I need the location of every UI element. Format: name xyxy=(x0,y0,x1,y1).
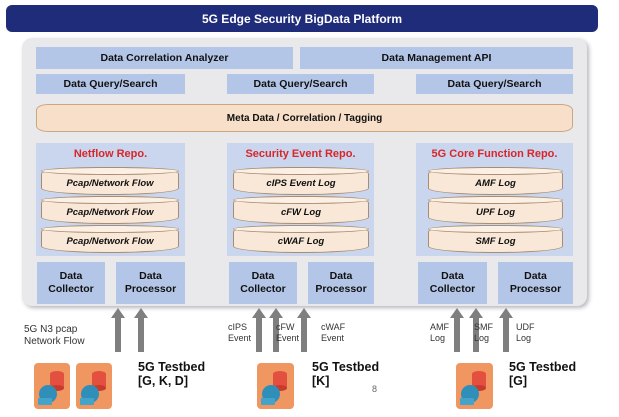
data-processor-1: Data Processor xyxy=(116,262,185,304)
page-number: 8 xyxy=(372,384,378,394)
repo-log-cylinder: UPF Log xyxy=(428,196,563,224)
testbed-icons-2 xyxy=(255,360,297,412)
server-database-icon xyxy=(34,363,112,409)
meta-data-band: Meta Data / Correlation / Tagging xyxy=(36,104,573,132)
netflow-repo: Netflow Repo. Pcap/Network Flow Pcap/Net… xyxy=(36,143,185,256)
data-correlation-analyzer: Data Correlation Analyzer xyxy=(36,47,293,69)
repo-log-cylinder: AMF Log xyxy=(428,167,563,195)
data-processor-2: Data Processor xyxy=(308,262,374,304)
testbed-name: 5G Testbed xyxy=(138,360,206,374)
repo-log-label: Pcap/Network Flow xyxy=(66,177,154,189)
repo-log-cylinder: cFW Log xyxy=(233,196,369,224)
data-collector-1: Data Collector xyxy=(37,262,105,304)
server-database-icon xyxy=(456,363,493,409)
repo-log-cylinder: cWAF Log xyxy=(233,225,369,253)
testbed-label-3: 5G Testbed [G] xyxy=(509,360,604,388)
query-search-netflow: Data Query/Search xyxy=(36,74,185,94)
repo-log-label: AMF Log xyxy=(475,177,516,189)
source-label-line: Network Flow xyxy=(24,336,85,347)
source-label-amf: AMF Log xyxy=(430,322,449,343)
testbed-sites: [G, K, D] xyxy=(138,374,188,388)
data-collector-2: Data Collector xyxy=(229,262,297,304)
source-label-netflow: 5G N3 pcap Network Flow xyxy=(24,324,109,348)
source-label-cips: cIPS Event xyxy=(228,322,252,343)
up-arrow-icon xyxy=(111,308,125,352)
core-function-repo: 5G Core Function Repo. AMF Log UPF Log S… xyxy=(416,143,573,256)
source-label-udf: UDF Log xyxy=(516,322,535,343)
repo-log-cylinder: SMF Log xyxy=(428,225,563,253)
server-database-icon xyxy=(257,363,294,409)
testbed-name: 5G Testbed xyxy=(509,360,577,374)
testbed-name: 5G Testbed xyxy=(312,360,380,374)
testbed-label-2: 5G Testbed [K] xyxy=(312,360,402,388)
repo-title: Netflow Repo. xyxy=(73,148,148,160)
source-label-cfw: cFW Event xyxy=(276,322,300,343)
repo-log-label: SMF Log xyxy=(475,235,516,247)
repo-log-label: Pcap/Network Flow xyxy=(66,206,154,218)
repo-title: 5G Core Function Repo. xyxy=(431,148,558,160)
testbed-label-1: 5G Testbed [G, K, D] xyxy=(138,360,233,388)
up-arrow-icon xyxy=(499,308,513,352)
repo-log-label: cIPS Event Log xyxy=(266,177,336,189)
source-label-cwaf: cWAF Event xyxy=(321,322,346,343)
testbed-sites: [K] xyxy=(312,374,330,388)
source-label-line: 5G N3 pcap xyxy=(24,324,78,335)
repo-log-cylinder: Pcap/Network Flow xyxy=(41,167,179,195)
repo-log-cylinder: Pcap/Network Flow xyxy=(41,196,179,224)
data-management-api: Data Management API xyxy=(300,47,573,69)
platform-title: 5G Edge Security BigData Platform xyxy=(6,5,598,32)
testbed-sites: [G] xyxy=(509,374,528,388)
repo-log-label: cFW Log xyxy=(280,206,322,218)
repo-log-cylinder: Pcap/Network Flow xyxy=(41,225,179,253)
repo-log-label: Pcap/Network Flow xyxy=(66,235,154,247)
testbed-icons-1 xyxy=(32,360,116,412)
source-label-smf: SMF Log xyxy=(474,322,493,343)
data-processor-3: Data Processor xyxy=(498,262,573,304)
query-search-security: Data Query/Search xyxy=(227,74,374,94)
repo-log-label: UPF Log xyxy=(475,206,516,218)
repo-log-cylinder: cIPS Event Log xyxy=(233,167,369,195)
query-search-core: Data Query/Search xyxy=(416,74,573,94)
repo-title: Security Event Repo. xyxy=(245,148,356,160)
repo-log-label: cWAF Log xyxy=(277,235,325,247)
up-arrow-icon xyxy=(134,308,148,352)
security-event-repo: Security Event Repo. cIPS Event Log cFW … xyxy=(227,143,374,256)
testbed-icons-3 xyxy=(454,360,496,412)
data-collector-3: Data Collector xyxy=(418,262,487,304)
